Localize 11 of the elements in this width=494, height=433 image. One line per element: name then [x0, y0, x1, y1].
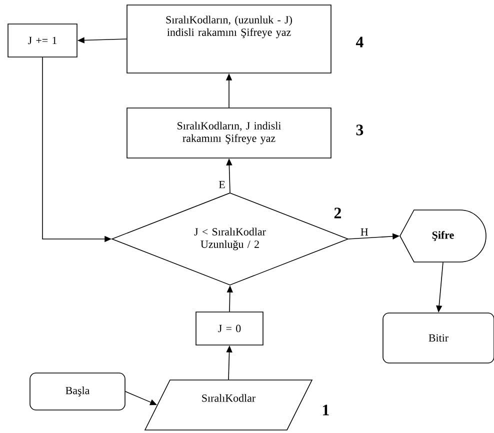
process-box: SıralıKodların, J indisli rakamını Şifreye yaz: [126, 108, 332, 158]
terminal-box: Başla: [30, 372, 126, 410]
process-box: J += 1: [8, 24, 78, 58]
step-number: 4: [356, 36, 364, 48]
process-box: J = 0: [196, 312, 264, 346]
step-number: 2: [334, 208, 341, 218]
edge-label: E: [218, 180, 226, 190]
step-number: 3: [356, 124, 364, 136]
terminal-box: Bitir: [382, 312, 494, 364]
edge-label: H: [359, 227, 370, 237]
process-box: SıralıKodların, (uzunluk - J) indisli rakamını Şifreye yaz: [126, 4, 332, 74]
